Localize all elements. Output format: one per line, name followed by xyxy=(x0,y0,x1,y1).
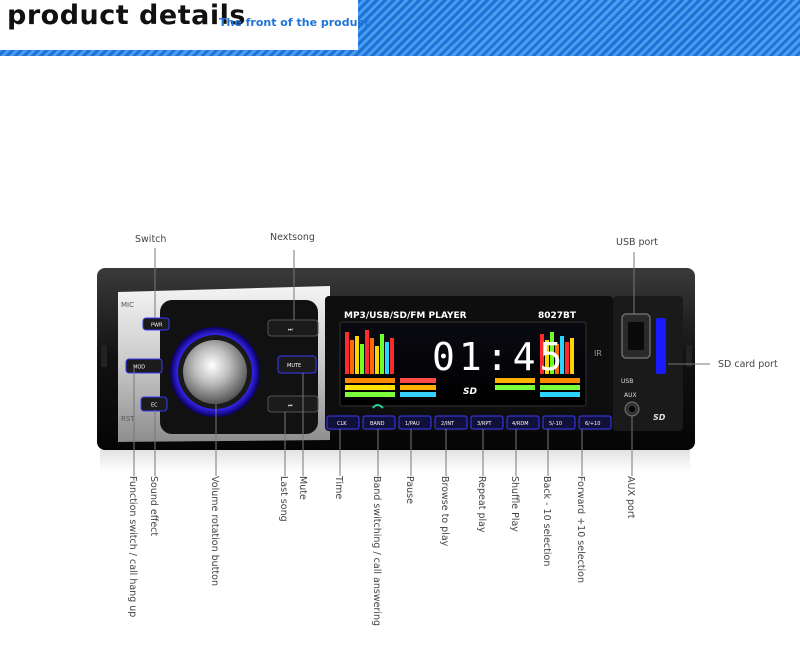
aux-hole xyxy=(629,406,635,412)
page-header: product details The front of the product xyxy=(0,0,800,57)
mute-label: MUTE xyxy=(287,363,301,369)
mod-button[interactable] xyxy=(125,358,163,374)
callout-volume: Volume rotation button xyxy=(209,476,220,586)
bottom-button-row: CLK BAND 1/PAU 2/INT 3/RPT 4/RDM 5/-10 6… xyxy=(326,415,612,430)
sd-indicator: SD xyxy=(463,387,477,397)
band-button[interactable] xyxy=(362,415,396,430)
callout-back10: Back - 10 selection xyxy=(541,476,552,567)
aux-label: AUX xyxy=(624,392,637,399)
model-number-text: 8027BT xyxy=(538,311,577,321)
rst-label: RST xyxy=(121,415,135,423)
ec-button[interactable] xyxy=(140,396,168,412)
pause-button[interactable] xyxy=(398,415,432,430)
ir-sensor-label: IR xyxy=(594,349,602,358)
pause-label: 1/PAU xyxy=(405,421,420,427)
back10-button[interactable] xyxy=(542,415,576,430)
callout-band: Band switching / call answering xyxy=(371,476,382,627)
spectrum-right xyxy=(540,332,580,397)
next-icon: ⏭ xyxy=(288,327,293,333)
usb-label: USB xyxy=(621,378,633,385)
callout-lines xyxy=(133,248,710,476)
prev-icon: ⏮ xyxy=(288,403,293,409)
callout-last-song: Last song xyxy=(278,476,289,522)
sd-card-slot[interactable] xyxy=(656,318,666,374)
callout-function-switch: Function switch / call hang up xyxy=(127,476,138,618)
pwr-button[interactable] xyxy=(142,317,170,331)
left-clip xyxy=(101,345,107,367)
callout-nextsong: Nextsong xyxy=(270,232,315,243)
back10-label: 5/-10 xyxy=(549,421,562,427)
browse-label: 2/INT xyxy=(441,421,455,427)
header-stripes xyxy=(358,0,800,44)
volume-knob[interactable] xyxy=(183,340,247,404)
forward10-button[interactable] xyxy=(578,415,612,430)
repeat-button[interactable] xyxy=(470,415,504,430)
reflection xyxy=(100,450,690,472)
browse-button[interactable] xyxy=(434,415,468,430)
right-clip xyxy=(686,345,692,367)
spectrum-left xyxy=(345,330,395,397)
ec-label: EC xyxy=(151,403,158,409)
phone-icon xyxy=(372,404,384,409)
display-model-text: MP3/USB/SD/FM PLAYER xyxy=(344,311,467,321)
shuffle-button[interactable] xyxy=(506,415,540,430)
band-label: BAND xyxy=(370,421,385,427)
last-song-button[interactable] xyxy=(267,395,319,413)
callout-switch: Switch xyxy=(135,234,167,245)
page-title: product details xyxy=(7,0,246,31)
callout-sd-card-port: SD card port xyxy=(718,359,778,370)
mod-label: MOD xyxy=(133,365,145,371)
forward10-label: 6/+10 xyxy=(585,421,600,427)
header-title-panel xyxy=(0,0,358,50)
mic-label: MIC xyxy=(121,301,134,309)
callout-mute: Mute xyxy=(297,476,308,500)
mute-button[interactable] xyxy=(277,355,317,374)
eq-segments xyxy=(400,378,535,397)
callout-pause: Pause xyxy=(404,476,415,504)
callout-aux-port: AUX port xyxy=(625,476,636,519)
pwr-label: PWR xyxy=(151,323,163,329)
shuffle-label: 4/RDM xyxy=(512,421,529,427)
callout-usb-port: USB port xyxy=(616,237,658,248)
callout-forward10: Forward +10 selection xyxy=(575,476,586,583)
callout-repeat: Repeat play xyxy=(476,476,487,533)
clk-button[interactable] xyxy=(326,415,360,430)
callout-time: Time xyxy=(333,476,344,500)
next-song-button[interactable] xyxy=(267,319,319,337)
callout-sound-effect: Sound effect xyxy=(148,476,159,537)
sd-slot-label: SD xyxy=(653,413,666,422)
usb-slot xyxy=(628,322,644,350)
clk-label: CLK xyxy=(337,421,347,427)
page-subtitle: The front of the product xyxy=(219,16,370,29)
clock-display: 01:45 xyxy=(432,335,566,379)
callout-browse: Browse to play xyxy=(439,476,450,547)
callout-shuffle: Shuffle Play xyxy=(509,476,520,532)
repeat-label: 3/RPT xyxy=(477,421,492,427)
